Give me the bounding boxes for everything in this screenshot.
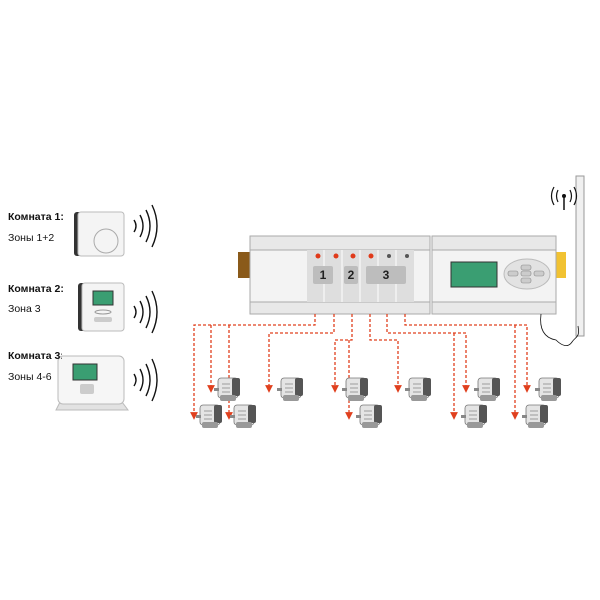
wireless-signal-icon xyxy=(133,204,158,248)
room-2-zones: Зона 3 xyxy=(8,303,41,315)
actuator xyxy=(341,377,369,402)
actuator xyxy=(276,377,304,402)
actuator xyxy=(521,404,549,429)
room-3-zones: Зоны 4-6 xyxy=(8,371,52,383)
actuator xyxy=(460,404,488,429)
actuator xyxy=(195,404,223,429)
room-1-title: Комната 1: xyxy=(8,211,64,223)
room-3-title: Комната 3: xyxy=(8,350,62,362)
room-1-zones: Зоны 1+2 xyxy=(8,232,55,244)
wireless-signal-icon xyxy=(133,358,158,402)
zone-label-1: 1 xyxy=(313,266,333,284)
thermostat-room-3 xyxy=(55,355,129,411)
actuator xyxy=(404,377,432,402)
actuator xyxy=(534,377,562,402)
zone-label-2: 2 xyxy=(344,266,358,284)
actuator xyxy=(355,404,383,429)
thermostat-room-1 xyxy=(74,211,125,257)
actuator xyxy=(473,377,501,402)
actuator xyxy=(213,377,241,402)
actuator xyxy=(229,404,257,429)
room-2-title: Комната 2: xyxy=(8,283,64,295)
wireless-signal-icon xyxy=(133,290,158,334)
antenna xyxy=(540,175,585,346)
zone-leds xyxy=(315,253,409,259)
zone-label-3: 3 xyxy=(366,266,406,284)
actuators xyxy=(195,377,562,429)
thermostat-room-2 xyxy=(78,282,125,332)
